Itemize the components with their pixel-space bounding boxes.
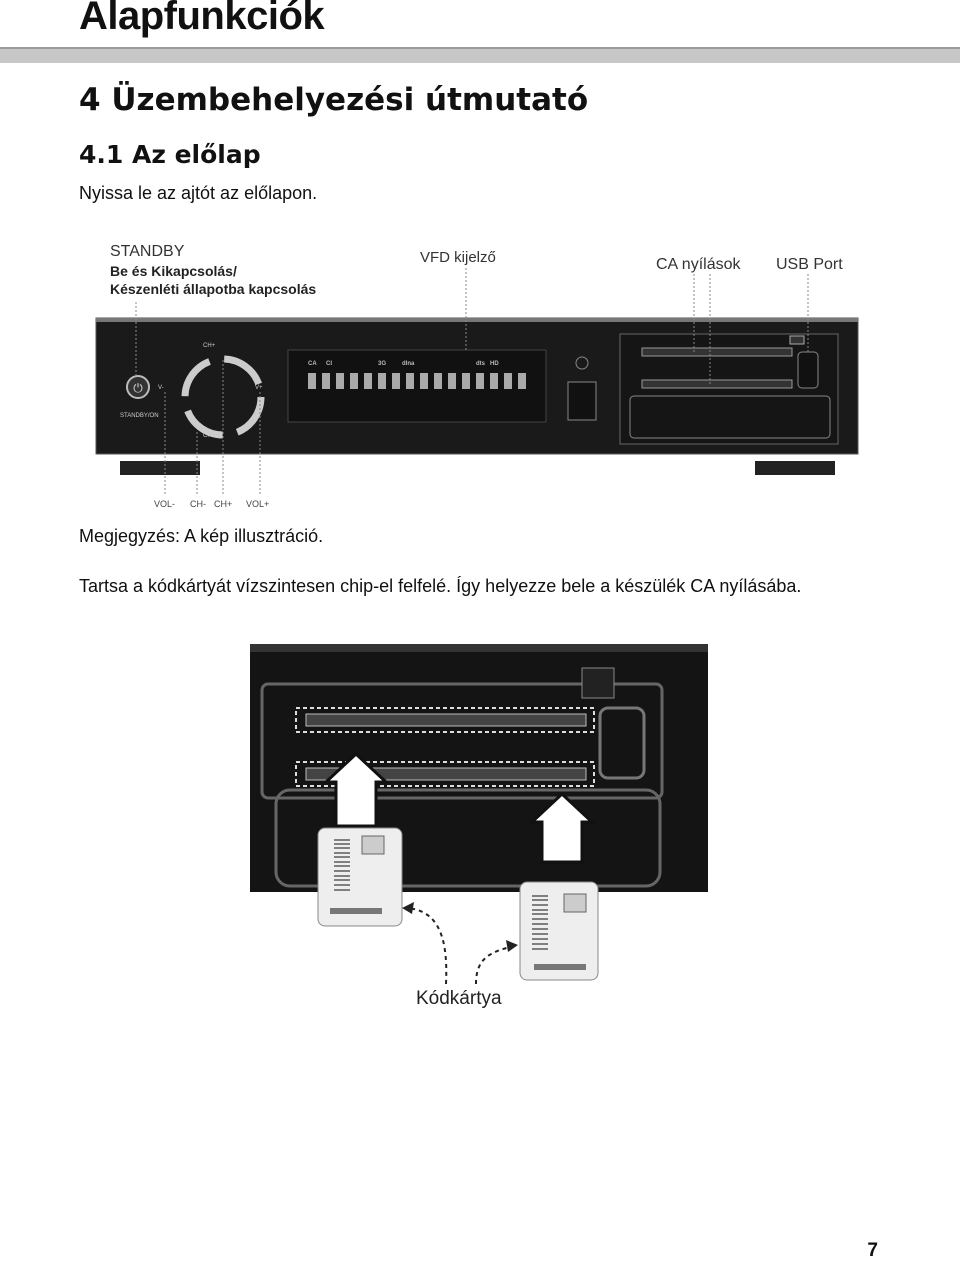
arrow-head-left (402, 902, 414, 914)
panel-v-minus-label: V- (158, 385, 164, 391)
card-serial-strip (534, 964, 586, 970)
leader-lines (135, 268, 809, 494)
chip-icon (563, 893, 587, 913)
vfd-display (287, 349, 547, 423)
label-vol-plus: VOL+ (246, 499, 269, 509)
label-ch-plus: CH+ (214, 499, 232, 509)
ca-bay (260, 682, 664, 800)
callout-standby-title: STANDBY (110, 243, 185, 260)
display-label: 3G (378, 361, 386, 367)
left-foot (120, 461, 200, 475)
label-vol-minus: VOL- (154, 499, 175, 509)
section-title: 4 Üzembehelyezési útmutató (79, 82, 589, 118)
barcode-icon (334, 839, 350, 891)
display-label: CA (308, 361, 317, 367)
ca-slot-lower-highlight (295, 761, 595, 787)
header-rule (0, 47, 960, 63)
card-serial-strip (330, 908, 382, 914)
chapter-title: Alapfunkciók (79, 0, 325, 38)
up-arrow-icon (322, 751, 390, 828)
display-label: dlna (402, 361, 415, 367)
intro-paragraph: Nyissa le az ajtót az előlapon. (79, 183, 318, 203)
callout-standby-line1: Be és Kikapcsolás/ (110, 263, 237, 279)
usb-icon-closeup (581, 667, 615, 699)
page-number: 7 (867, 1240, 878, 1261)
ca-slot-lower (641, 379, 793, 389)
chip-icon (361, 835, 385, 855)
standby-button (126, 375, 150, 399)
ca-slot-upper (305, 713, 587, 727)
arrow-head-right (506, 940, 518, 952)
ca-door-closeup (274, 788, 662, 888)
side-port (567, 381, 597, 421)
navigation-ring (181, 355, 265, 439)
callout-usb: USB Port (776, 256, 843, 273)
note-paragraph: Megjegyzés: A kép illusztráció. (79, 526, 324, 546)
display-label: dts (476, 361, 486, 367)
pointer-curve-left (405, 907, 448, 985)
ca-slot-upper-highlight (295, 707, 595, 733)
ca-door-handle (629, 395, 831, 439)
panel-ch-plus-label: CH+ (203, 343, 216, 349)
card-insertion-figure: Kódkártya (250, 640, 720, 1020)
right-foot (755, 461, 835, 475)
usb-port (797, 351, 819, 389)
usb-port-closeup (598, 706, 646, 780)
display-label: HD (490, 361, 499, 367)
standby-on-label: STANDBY/ON (120, 413, 159, 419)
ca-slot-upper (641, 347, 793, 357)
callout-ca: CA nyílások (656, 256, 741, 273)
power-icon: ⏻ (133, 381, 143, 395)
instruction-paragraph: Tartsa a kódkártyát vízszintesen chip-el… (79, 576, 802, 596)
front-panel-figure: STANDBY Be és Kikapcsolás/ Készenléti ál… (90, 232, 870, 517)
subsection-title: 4.1 Az előlap (79, 140, 261, 169)
panel-ch-minus-label: CH- (203, 433, 214, 439)
up-arrow-icon (528, 791, 596, 864)
usb-icon (789, 335, 805, 345)
panel-v-plus-label: V+ (255, 385, 263, 391)
vfd-segments (308, 373, 526, 389)
callout-vfd: VFD kijelző (420, 249, 496, 266)
label-ch-minus: CH- (190, 499, 206, 509)
callout-standby-line2: Készenléti állapotba kapcsolás (110, 281, 316, 297)
ir-sensor (575, 356, 589, 370)
barcode-icon (532, 895, 548, 950)
smart-card-label: Kódkártya (416, 988, 502, 1009)
display-label: CI (326, 361, 332, 367)
